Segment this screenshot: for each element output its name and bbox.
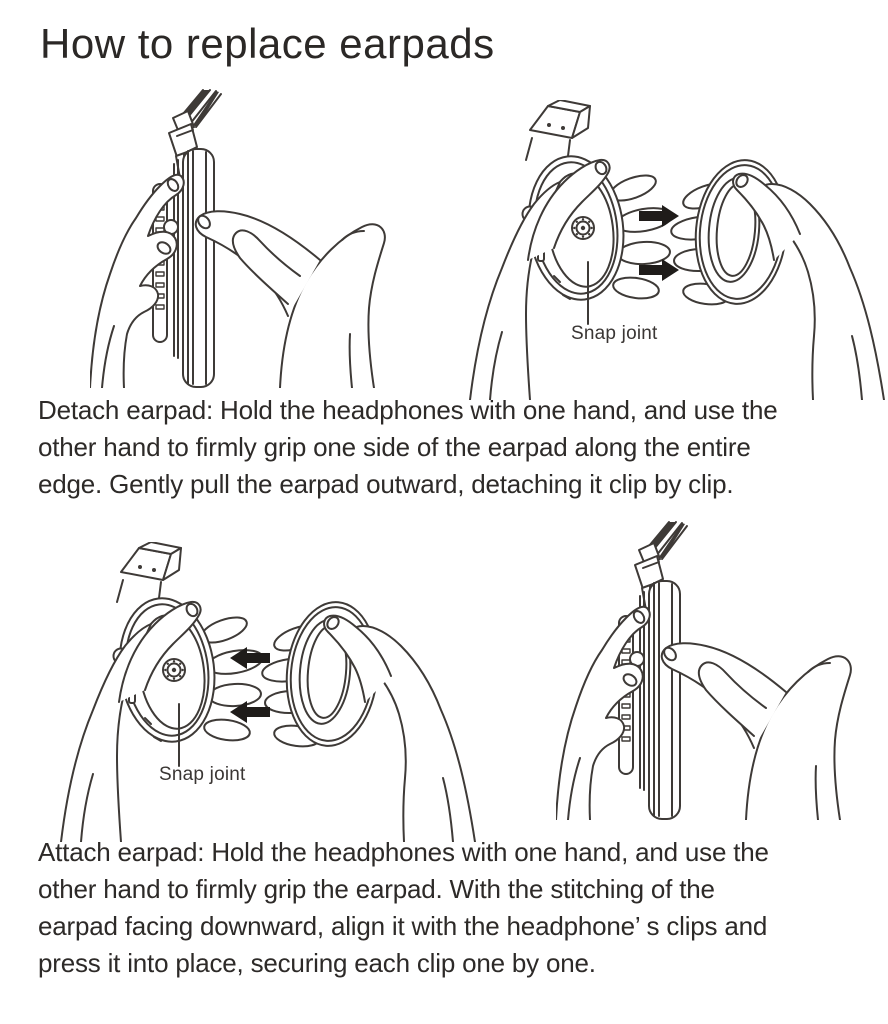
snap-joint-label-attach: Snap joint (159, 764, 246, 785)
illustration-earcup-earpad-detach (469, 100, 885, 400)
illustration-hands-holding-headphones-attach (556, 521, 852, 820)
detach-instructions: Detach earpad: Hold the headphones with … (38, 395, 778, 499)
attach-instructions: Attach earpad: Hold the headphones with … (38, 837, 769, 978)
snap-joint-label-detach: Snap joint (571, 323, 658, 344)
illustration-earcup-earpad-attach (60, 542, 476, 842)
page-title: How to replace earpads (40, 20, 495, 67)
illustration-hands-holding-headphones-detach (90, 89, 386, 388)
